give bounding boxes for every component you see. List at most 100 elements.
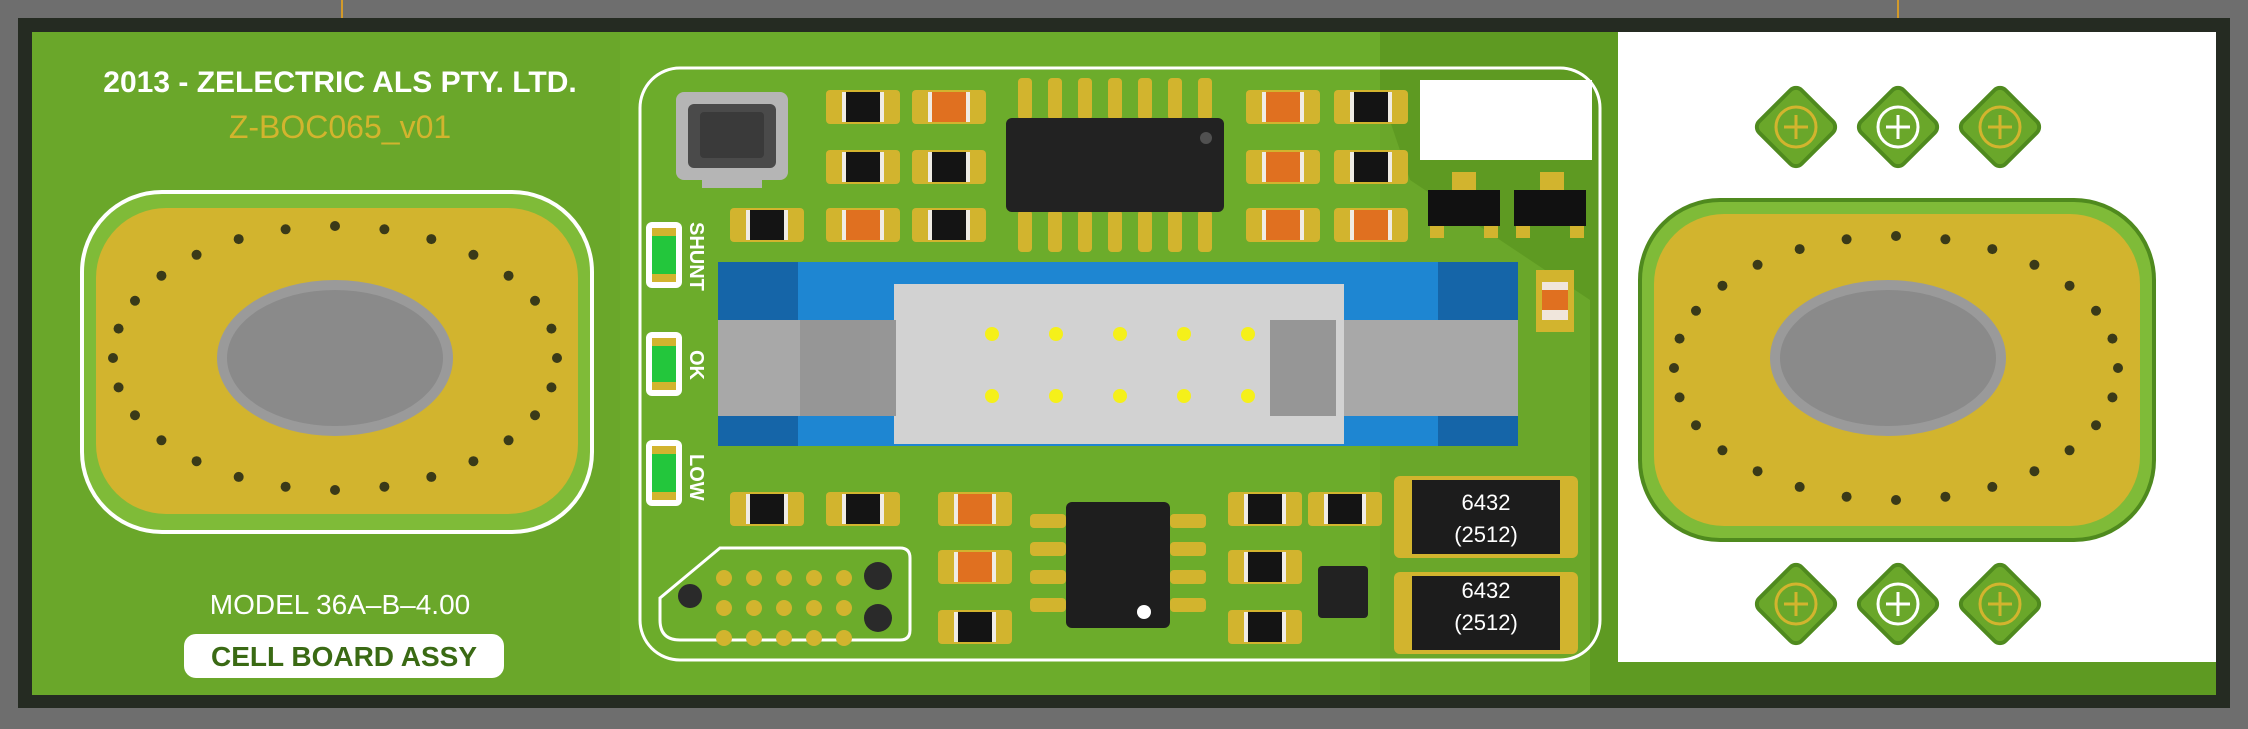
smd-capacitor <box>826 492 900 526</box>
smd-capacitor <box>938 610 1012 644</box>
left-mounting-pad <box>80 190 594 534</box>
connector-pin <box>985 327 999 341</box>
header-pin <box>836 600 852 616</box>
led-label-shunt: SHUNT <box>685 222 707 291</box>
shunt-resistors <box>1394 476 1578 654</box>
smd-capacitor <box>1228 550 1302 584</box>
led-label-low: LOW <box>685 454 707 501</box>
smd-capacitor <box>730 208 804 242</box>
header-pin <box>776 570 792 586</box>
header-pin <box>806 600 822 616</box>
fiducial-diamond <box>1856 85 1940 169</box>
via <box>1674 392 1685 403</box>
header-pin <box>716 630 732 646</box>
via <box>503 270 514 281</box>
company-title: 2013 - ZELECTRIC ALS PTY. LTD. <box>103 66 576 99</box>
header-pin <box>806 630 822 646</box>
via <box>330 485 340 495</box>
via <box>1794 481 1805 492</box>
fiducial-diamonds <box>1754 85 2042 646</box>
via <box>552 353 562 363</box>
smd-capacitor <box>730 492 804 526</box>
smd-resistor <box>938 492 1012 526</box>
via <box>1717 445 1728 456</box>
header-pin <box>716 570 732 586</box>
header-pin <box>716 600 732 616</box>
header-pin <box>776 600 792 616</box>
connector-pin <box>1177 327 1191 341</box>
via <box>2064 280 2075 291</box>
via <box>191 249 202 260</box>
assembly-label: CELL BOARD ASSY <box>211 641 477 672</box>
mount-hole <box>864 562 892 590</box>
via <box>1940 491 1951 502</box>
smd-resistor <box>1246 208 1320 242</box>
via <box>108 353 118 363</box>
via <box>530 410 541 421</box>
via <box>156 435 167 446</box>
via <box>546 382 557 393</box>
via <box>129 410 140 421</box>
connector-pin <box>1049 389 1063 403</box>
via <box>1794 244 1805 255</box>
via <box>426 234 437 245</box>
smd-resistor <box>1246 150 1320 184</box>
header-pin <box>776 630 792 646</box>
via <box>1752 259 1763 270</box>
via <box>1717 280 1728 291</box>
via <box>2107 392 2118 403</box>
label-blank <box>1420 80 1592 160</box>
smd-capacitor <box>1228 492 1302 526</box>
via <box>1891 231 1901 241</box>
via <box>113 323 124 334</box>
header-pin <box>836 570 852 586</box>
fiducial-diamond <box>1856 562 1940 646</box>
smd-capacitor <box>912 208 986 242</box>
ic-small <box>1318 566 1368 618</box>
model-label: MODEL 36A–B–4.00 <box>210 589 470 620</box>
smd-resistor <box>912 90 986 124</box>
fiducial-diamond <box>1958 562 2042 646</box>
part-number: Z-BOC065_v01 <box>229 109 451 145</box>
via <box>1891 495 1901 505</box>
via <box>1669 363 1679 373</box>
via <box>1690 305 1701 316</box>
smd-capacitor <box>1228 610 1302 644</box>
via <box>129 295 140 306</box>
header-pin <box>836 630 852 646</box>
via <box>2029 259 2040 270</box>
program-header <box>658 546 912 646</box>
via <box>233 234 244 245</box>
via <box>426 471 437 482</box>
via <box>468 456 479 467</box>
via <box>546 323 557 334</box>
smd-capacitor <box>1334 90 1408 124</box>
connector-pin <box>1113 389 1127 403</box>
smd-capacitor <box>912 150 986 184</box>
via <box>379 224 390 235</box>
header-pin <box>806 570 822 586</box>
via <box>379 481 390 492</box>
connector-pin <box>1049 327 1063 341</box>
via <box>1987 244 1998 255</box>
resistor-package-1: (2512) <box>1454 522 1518 547</box>
fiducial-diamond <box>1958 85 2042 169</box>
via <box>233 471 244 482</box>
connector-pin <box>1241 327 1255 341</box>
via <box>330 221 340 231</box>
via <box>280 224 291 235</box>
smd-capacitor <box>1308 492 1382 526</box>
mount-hole <box>864 604 892 632</box>
ribbon-connector <box>718 262 1518 446</box>
connector-pin <box>1177 389 1191 403</box>
via <box>1674 333 1685 344</box>
via <box>280 481 291 492</box>
via <box>1690 420 1701 431</box>
via <box>1841 491 1852 502</box>
connector-pin <box>1241 389 1255 403</box>
smd-resistor <box>1246 90 1320 124</box>
smd-resistor <box>826 208 900 242</box>
header-pin <box>746 630 762 646</box>
fiducial-diamond <box>1754 562 1838 646</box>
